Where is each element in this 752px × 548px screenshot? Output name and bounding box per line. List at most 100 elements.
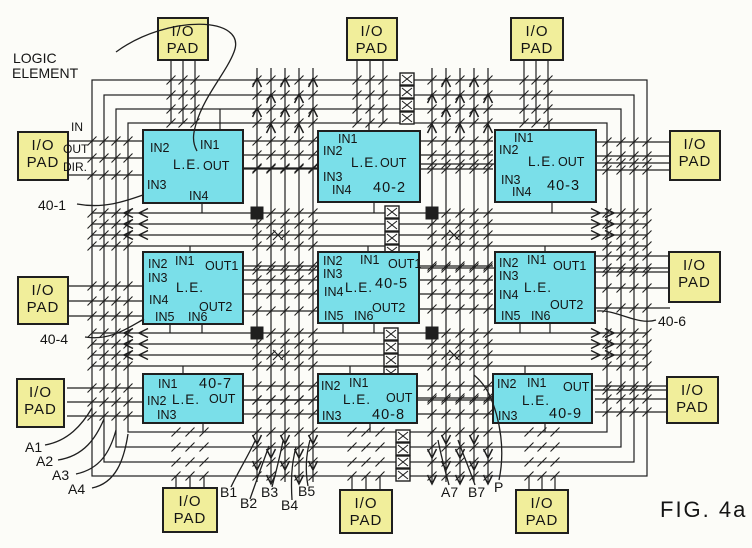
pad-signal-in-label: IN: [71, 120, 83, 134]
switch-box-x-icon: [397, 457, 409, 467]
a1-leader: [44, 407, 93, 446]
connection-tick: [375, 427, 385, 437]
port-label-out2: OUT2: [199, 300, 232, 314]
switch-box-x-icon: [401, 100, 413, 110]
connection-tick: [87, 170, 97, 180]
connection-tick: [483, 339, 493, 349]
connection-tick: [280, 471, 290, 481]
ref-40-4-label: 40-4: [40, 331, 68, 347]
connection-tick: [280, 241, 290, 251]
b5-leader: [305, 439, 311, 487]
arrow-down: [251, 460, 263, 472]
connection-tick: [441, 328, 451, 338]
arrow-left: [137, 207, 149, 219]
connection-tick: [252, 409, 262, 419]
switch-box-x-icon: [386, 220, 398, 230]
connection-tick: [550, 427, 560, 437]
port-label-in1: IN1: [514, 131, 534, 145]
ref-40-4-leader: [84, 318, 145, 339]
wire-x-mark: [272, 349, 284, 361]
connection-tick: [378, 75, 388, 85]
port-label-in3: IN3: [498, 409, 518, 423]
connection-tick: [199, 442, 209, 452]
connection-tick: [199, 471, 209, 481]
connection-tick: [111, 230, 121, 240]
connection-tick: [123, 136, 133, 146]
connection-tick: [441, 208, 451, 218]
connection-tick: [602, 158, 612, 168]
connection-tick: [111, 208, 121, 218]
connection-tick: [347, 457, 357, 467]
connection-tick: [602, 267, 612, 277]
io-pad-label-line2: PAD: [521, 40, 554, 57]
junction-square: [425, 206, 439, 220]
connection-tick: [99, 383, 109, 393]
connection-tick: [616, 361, 626, 371]
connection-tick: [123, 383, 133, 393]
connection-tick: [294, 275, 304, 285]
connection-tick: [602, 151, 612, 161]
connection-tick: [185, 427, 195, 437]
connection-tick: [99, 339, 109, 349]
logic-element-leader: [115, 23, 237, 152]
connection-tick: [483, 427, 493, 437]
le-name-label: L.E.: [173, 157, 201, 172]
b4-label: B4: [281, 497, 298, 513]
connection-tick: [483, 104, 493, 114]
connection-tick: [347, 471, 357, 481]
connection-tick: [427, 381, 437, 391]
connection-tick: [455, 219, 465, 229]
connection-tick: [294, 163, 304, 173]
connection-tick: [294, 381, 304, 391]
connection-tick: [616, 251, 626, 261]
arrow-up: [440, 106, 452, 118]
connection-tick: [294, 457, 304, 467]
connection-tick: [543, 75, 553, 85]
a4-leader: [91, 433, 129, 489]
connection-tick: [111, 350, 121, 360]
pad-signal-out-label: OUT: [63, 142, 89, 156]
connection-tick: [642, 230, 652, 240]
connection-tick: [87, 219, 97, 229]
connection-tick: [280, 328, 290, 338]
io-pad-label-line1: I/O: [681, 382, 704, 399]
connection-tick: [99, 328, 109, 338]
connection-tick: [308, 306, 318, 316]
connection-tick: [441, 395, 451, 405]
connection-tick: [266, 104, 276, 114]
connection-tick: [308, 150, 318, 160]
a7-label: A7: [441, 484, 458, 500]
port-label-in2: IN2: [323, 254, 343, 268]
port-label-in6: IN6: [354, 309, 374, 323]
connection-tick: [427, 75, 437, 85]
le-name-label: L.E.: [345, 280, 373, 295]
wire-x-mark: [448, 229, 460, 241]
connection-tick: [252, 275, 262, 285]
connection-tick: [642, 407, 652, 417]
junction-square: [250, 326, 264, 340]
connection-tick: [87, 339, 97, 349]
connection-tick: [308, 339, 318, 349]
connection-tick: [524, 471, 534, 481]
connection-tick: [347, 427, 357, 437]
io-pad-box: [346, 17, 398, 61]
a7-leader: [437, 439, 450, 486]
connection-tick: [629, 165, 639, 175]
connection-tick: [252, 442, 262, 452]
connection-tick: [308, 118, 318, 128]
connection-tick: [266, 395, 276, 405]
arrow-up: [279, 76, 291, 88]
connection-tick: [252, 289, 262, 299]
p-label: P: [494, 479, 503, 495]
connection-tick: [123, 241, 133, 251]
b2-label: B2: [240, 495, 257, 511]
p-leader: [473, 374, 503, 481]
b5-label: B5: [298, 483, 315, 499]
connection-tick: [616, 381, 626, 391]
switch-box-x-icon: [385, 342, 397, 352]
